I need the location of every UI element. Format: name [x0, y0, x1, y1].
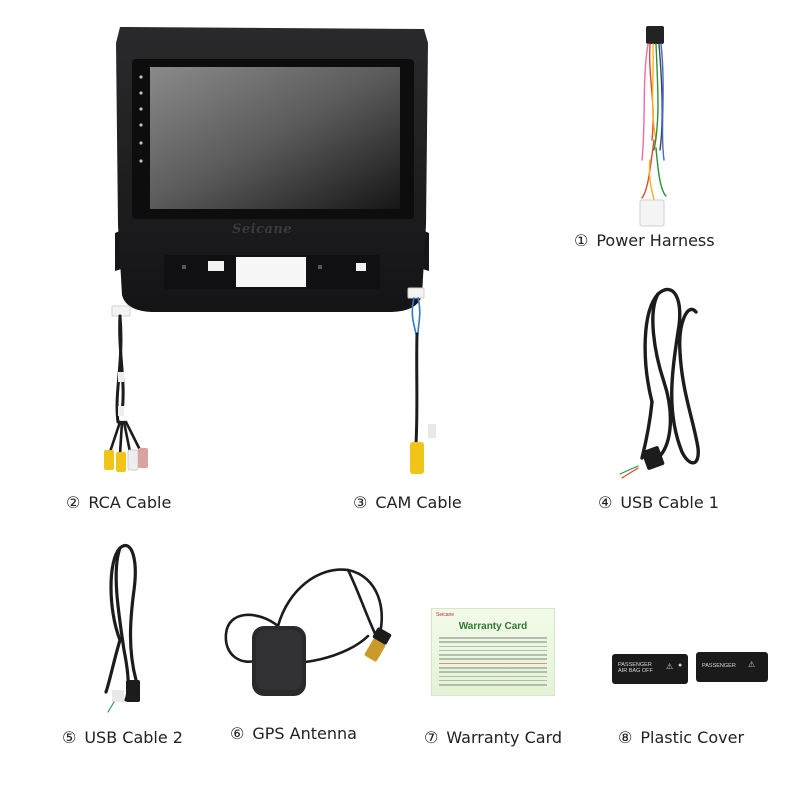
item-text-2: RCA Cable: [88, 493, 172, 512]
cam-cable-image: [407, 287, 436, 474]
item-number-8: ⑧: [618, 728, 633, 747]
indicator-light-icon: ●: [678, 662, 683, 669]
warranty-card-brand: Seicane: [436, 612, 455, 618]
plastic-cover-left-text: PASSENGER AIR BAG OFF: [618, 662, 653, 674]
item-label-1: ① Power Harness: [574, 231, 715, 250]
warranty-card-title: Warranty Card: [458, 621, 528, 632]
screen-brand-logo: Seicane: [232, 222, 293, 237]
gps-antenna-image: [224, 568, 392, 696]
item-label-8: ⑧ Plastic Cover: [618, 728, 744, 747]
item-text-5: USB Cable 2: [84, 728, 183, 747]
item-label-3: ③ CAM Cable: [353, 493, 462, 512]
item-text-3: CAM Cable: [375, 493, 462, 512]
airbag-icon: ⚠: [748, 660, 756, 669]
plastic-cover-left: PASSENGER AIR BAG OFF ⚠ ●: [612, 654, 688, 684]
item-number-5: ⑤: [62, 728, 77, 747]
item-number-4: ④: [598, 493, 613, 512]
item-label-7: ⑦ Warranty Card: [424, 728, 562, 747]
item-number-7: ⑦: [424, 728, 439, 747]
item-label-5: ⑤ USB Cable 2: [62, 728, 183, 747]
item-text-1: Power Harness: [596, 231, 715, 250]
plastic-cover-right: PASSENGER ⚠: [696, 652, 768, 682]
warranty-card-image: Seicane Warranty Card: [431, 608, 555, 696]
item-text-6: GPS Antenna: [252, 724, 357, 743]
power-harness-image: [639, 26, 667, 227]
item-text-4: USB Cable 1: [620, 493, 719, 512]
item-number-1: ①: [574, 231, 589, 250]
rca-cable-image: [104, 305, 148, 472]
item-text-7: Warranty Card: [446, 728, 563, 747]
usb-cable-1-image: [619, 287, 700, 479]
item-number-3: ③: [353, 493, 368, 512]
usb-cable-2-image: [104, 544, 140, 713]
item-label-4: ④ USB Cable 1: [598, 493, 719, 512]
warranty-card-text-lines: [439, 637, 547, 689]
item-label-2: ② RCA Cable: [66, 493, 171, 512]
item-number-2: ②: [66, 493, 81, 512]
head-unit-image: [115, 27, 429, 312]
airbag-icon: ⚠: [666, 662, 674, 671]
item-label-6: ⑥ GPS Antenna: [230, 724, 357, 743]
item-number-6: ⑥: [230, 724, 245, 743]
item-text-8: Plastic Cover: [640, 728, 745, 747]
plastic-cover-right-text: PASSENGER: [702, 663, 736, 669]
